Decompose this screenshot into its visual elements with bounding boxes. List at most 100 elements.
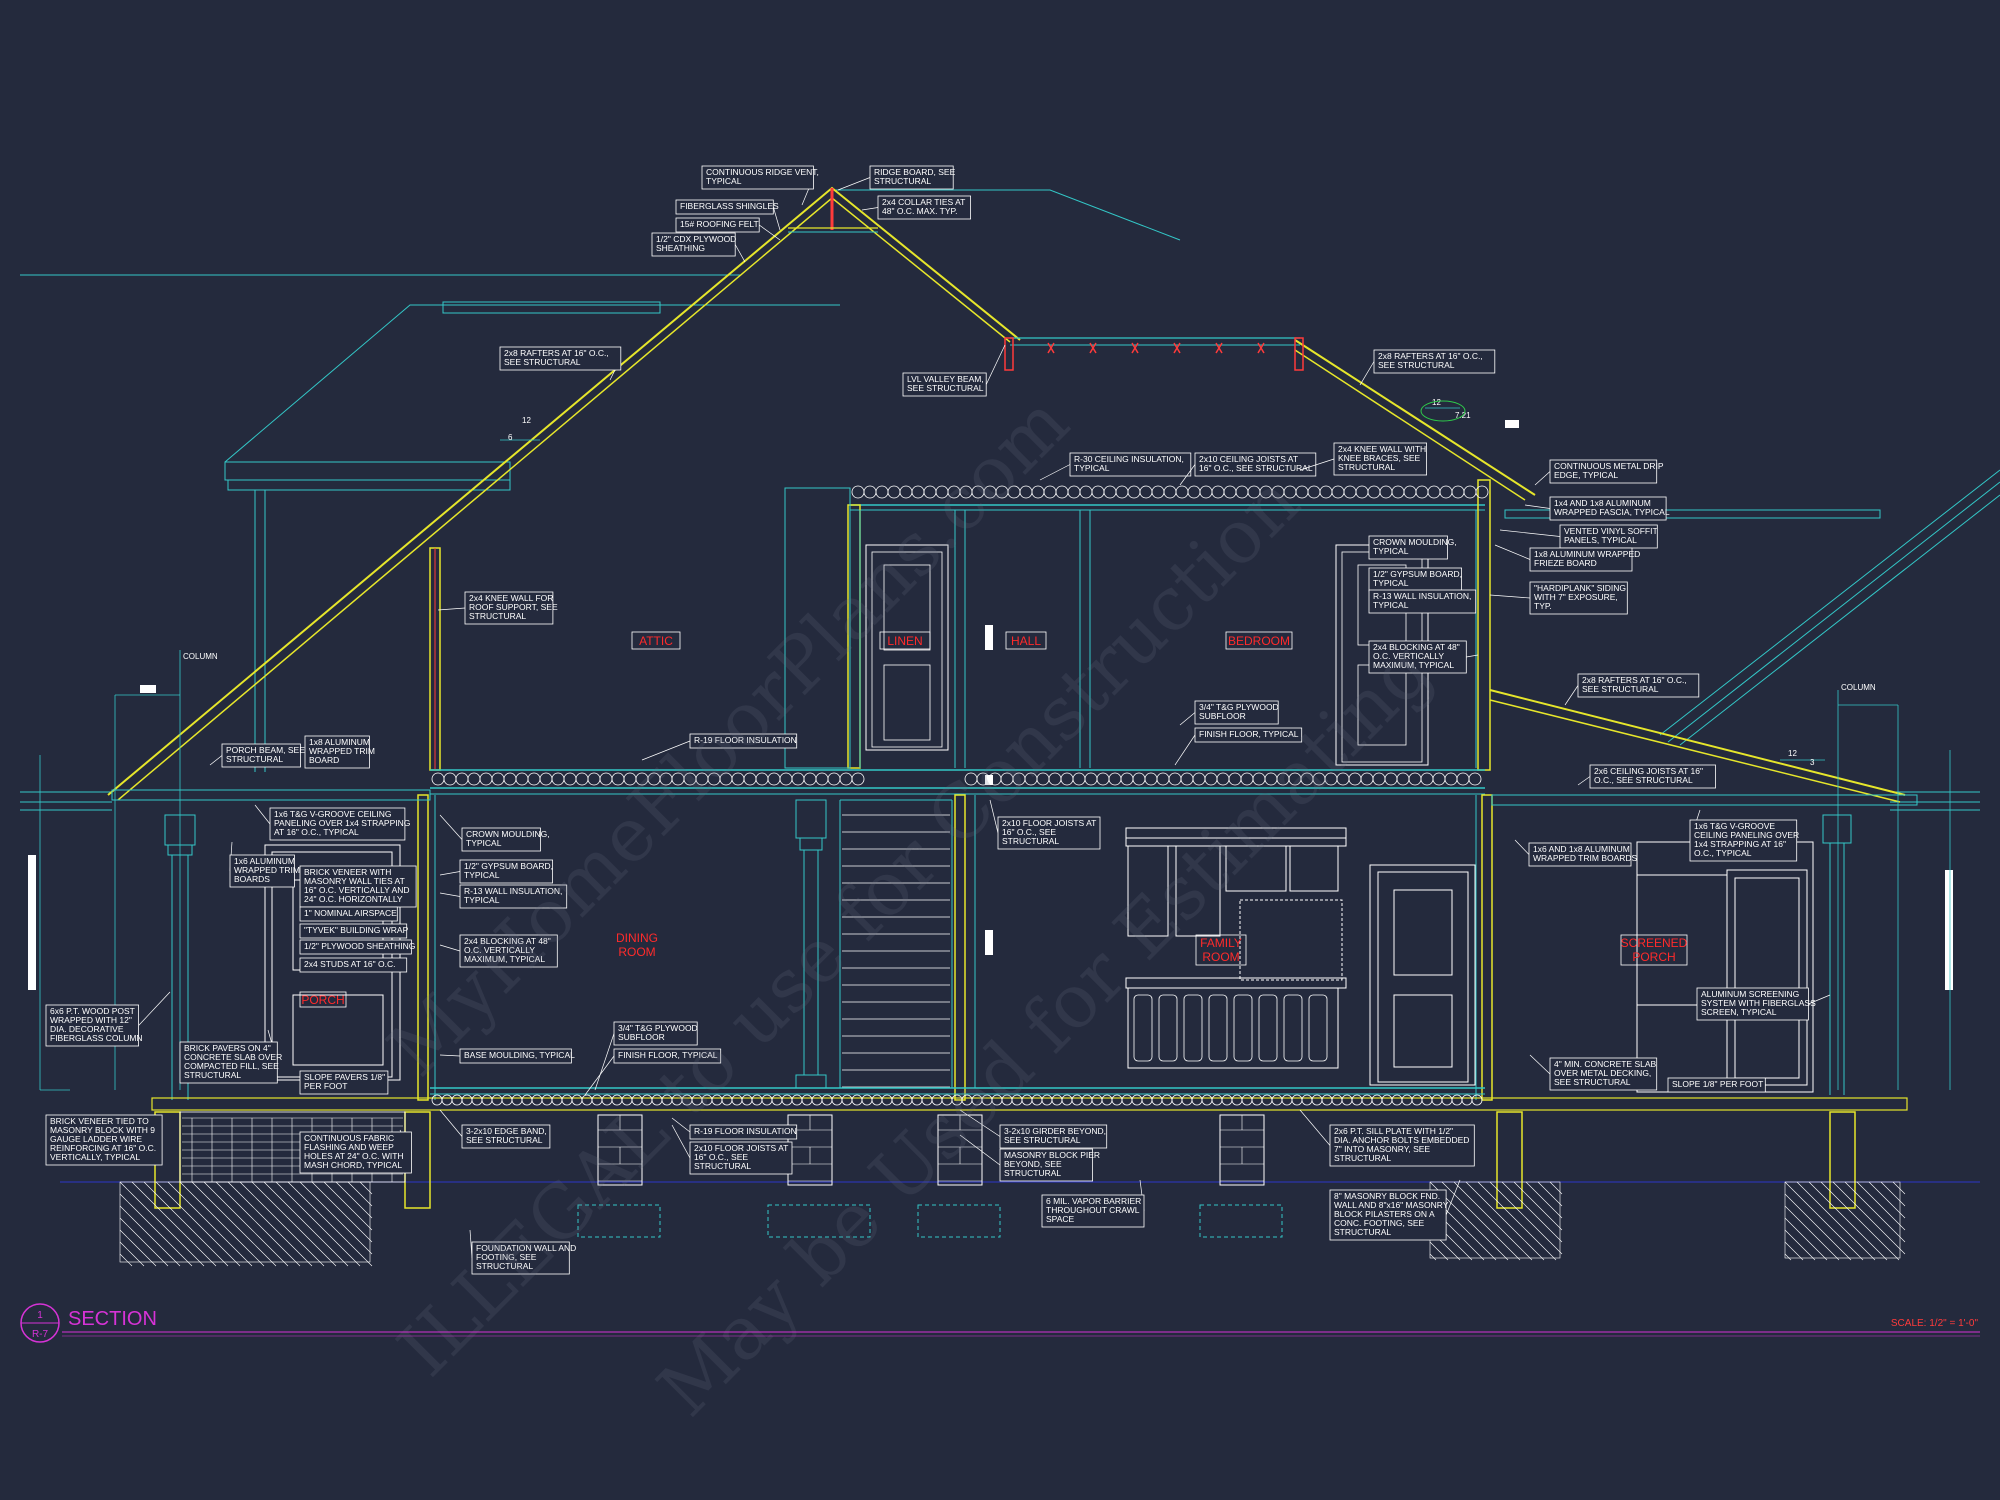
pitch-run-porch: 12 xyxy=(1788,749,1797,758)
note-callout: 1/2" GYPSUM BOARD,TYPICAL xyxy=(1368,567,1462,592)
note-text: SEE STRUCTURAL xyxy=(504,357,581,367)
note-text: MAXIMUM, TYPICAL xyxy=(1373,660,1454,670)
note-callout: 8" MASONRY BLOCK FND.WALL AND 8"x16" MAS… xyxy=(1329,1179,1461,1241)
pitch-callout-circle xyxy=(1420,400,1466,422)
rear-roof-left xyxy=(224,301,840,772)
room-family-line1: FAMILY xyxy=(1200,936,1242,950)
note-text: MASONRY BLOCK PIER xyxy=(1004,1150,1100,1160)
note-text: 2x10 CEILING JOISTS AT xyxy=(1199,454,1298,464)
title-block: 1 R-7 SECTION SCALE: 1/2" = 1'-0" xyxy=(20,1303,1980,1343)
note-text: VENTED VINYL SOFFIT xyxy=(1564,526,1658,536)
base-cabinet-doors xyxy=(1133,994,1328,1062)
note-text: MASONRY WALL TIES AT xyxy=(304,876,405,886)
note-text: R-13 WALL INSULATION, xyxy=(1373,591,1471,601)
note-text: O.C. VERTICALLY xyxy=(1373,651,1444,661)
note-text: STRUCTURAL xyxy=(1338,462,1395,472)
note-text: AT 16" O.C., TYPICAL xyxy=(274,827,359,837)
note-callout: 1/2" GYPSUM BOARD,TYPICAL xyxy=(439,859,553,884)
note-text: STRUCTURAL xyxy=(1004,1168,1061,1178)
note-text: OVER METAL DECKING, xyxy=(1554,1068,1651,1078)
note-callout: 3-2x10 GIRDER BEYOND,SEE STRUCTURAL xyxy=(959,1109,1108,1149)
note-callout: 15# ROOFING FELT xyxy=(675,217,781,241)
note-text: SEE STRUCTURAL xyxy=(1004,1135,1081,1145)
note-text: CONC. FOOTING, SEE xyxy=(1334,1218,1425,1228)
note-text: KNEE BRACES, SEE xyxy=(1338,453,1421,463)
note-text: STRUCTURAL xyxy=(476,1261,533,1271)
stair-treads xyxy=(842,814,950,1088)
note-text: TYPICAL xyxy=(1373,578,1409,588)
note-text: 2x10 FLOOR JOISTS AT xyxy=(1002,818,1096,828)
note-text: 2x8 RAFTERS AT 16" O.C., xyxy=(504,348,609,358)
room-bedroom: BEDROOM xyxy=(1228,634,1290,648)
note-text: 1x6 T&G V-GROOVE xyxy=(1694,821,1775,831)
note-text: 1x4 AND 1x8 ALUMINUM xyxy=(1554,498,1651,508)
note-callout: 2x4 BLOCKING AT 48"O.C. VERTICALLYMAXIMU… xyxy=(439,934,558,968)
note-text: TYPICAL xyxy=(706,176,742,186)
note-text: O.C., SEE STRUCTURAL xyxy=(1594,775,1693,785)
note-text: R-30 CEILING INSULATION, xyxy=(1074,454,1184,464)
note-text: 16" O.C., SEE STRUCTURAL xyxy=(1199,463,1313,473)
note-text: WITH 7" EXPOSURE, xyxy=(1534,592,1618,602)
note-text: SUBFLOOR xyxy=(618,1032,665,1042)
note-text: BOARD xyxy=(309,755,339,765)
note-text: 3/4" T&G PLYWOOD xyxy=(1199,702,1279,712)
note-text: TYPICAL xyxy=(1074,463,1110,473)
dimension-lines xyxy=(39,407,1951,1091)
note-text: PORCH BEAM, SEE xyxy=(226,745,305,755)
note-callout: BASE MOULDING, TYPICAL xyxy=(439,1048,575,1064)
note-text: PANELING OVER 1x4 STRAPPING xyxy=(274,818,410,828)
note-text: STRUCTURAL xyxy=(694,1161,751,1171)
note-callout: FIBERGLASS SHINGLES xyxy=(675,199,781,231)
note-text: FINISH FLOOR, TYPICAL xyxy=(618,1050,718,1060)
note-text: 2x4 STUDS AT 16" O.C. xyxy=(304,959,396,969)
note-text: REINFORCING AT 16" O.C. xyxy=(50,1143,156,1153)
note-text: MASH CHORD, TYPICAL xyxy=(304,1160,402,1170)
note-text: 2x4 KNEE WALL WITH xyxy=(1338,444,1426,454)
note-callout: 2x6 P.T. SILL PLATE WITH 1/2"DIA. ANCHOR… xyxy=(1299,1109,1475,1167)
note-callout: 2x8 RAFTERS AT 16" O.C.,SEE STRUCTURAL xyxy=(499,346,622,381)
note-callout: 1" NOMINAL AIRSPACE xyxy=(299,906,398,922)
note-text: 2x6 CEILING JOISTS AT 16" xyxy=(1594,766,1703,776)
note-text: SCREEN, TYPICAL xyxy=(1701,1007,1777,1017)
room-screened-line2: PORCH xyxy=(1632,950,1675,964)
note-text: BRICK VENEER WITH xyxy=(304,867,391,877)
note-text: 48" O.C. MAX. TYP. xyxy=(882,206,957,216)
detail-tag-number: 1 xyxy=(37,1310,43,1321)
note-text: TYP. xyxy=(1534,601,1552,611)
note-text: WRAPPED WITH 12" xyxy=(50,1015,132,1025)
note-callout: R-19 FLOOR INSULATION xyxy=(671,1117,798,1140)
note-callout: 2x4 BLOCKING AT 48"O.C. VERTICALLYMAXIMU… xyxy=(1368,640,1479,674)
note-text: SUBFLOOR xyxy=(1199,711,1246,721)
note-text: 1/2" PLYWOOD SHEATHING xyxy=(304,941,415,951)
note-text: STRUCTURAL xyxy=(469,611,526,621)
note-text: R-19 FLOOR INSULATION xyxy=(694,735,797,745)
note-text: CONTINUOUS FABRIC xyxy=(304,1133,394,1143)
note-callout: R-13 WALL INSULATION,TYPICAL xyxy=(1368,589,1477,614)
note-text: STRUCTURAL xyxy=(1334,1153,1391,1163)
room-dining-line2: ROOM xyxy=(618,945,655,959)
floor-insulation-lower xyxy=(431,1094,1483,1106)
note-text: CROWN MOULDING, xyxy=(466,829,550,839)
detail-tag-sheet: R-7 xyxy=(32,1329,49,1340)
note-text: CONTINUOUS METAL DRIP xyxy=(1554,461,1664,471)
note-text: 15# ROOFING FELT xyxy=(680,219,759,229)
note-text: BEYOND, SEE xyxy=(1004,1159,1062,1169)
note-text: ROOF SUPPORT, SEE xyxy=(469,602,558,612)
note-text: 16" O.C., SEE xyxy=(694,1152,748,1162)
note-text: RIDGE BOARD, SEE xyxy=(874,167,956,177)
first-floor xyxy=(417,775,1493,1101)
note-text: CONTINUOUS RIDGE VENT, xyxy=(706,167,819,177)
note-text: SEE STRUCTURAL xyxy=(466,1135,543,1145)
note-text: SEE STRUCTURAL xyxy=(907,383,984,393)
